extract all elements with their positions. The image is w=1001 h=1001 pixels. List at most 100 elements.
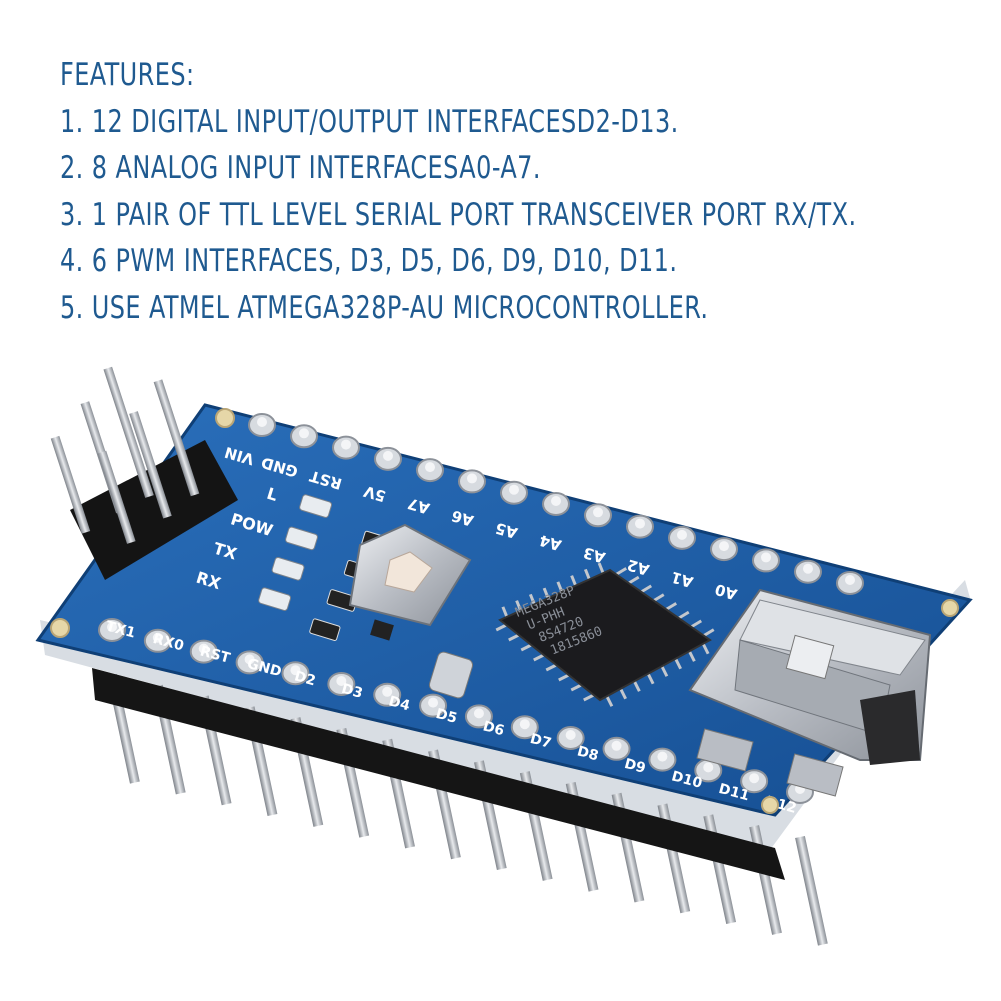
top-pin-label: A6 — [449, 506, 475, 529]
chip-leg — [652, 593, 665, 602]
solder-joint — [657, 751, 668, 762]
solder-joint — [719, 541, 729, 552]
bottom-pin-label: D5 — [434, 706, 459, 727]
solder-joint — [761, 552, 771, 563]
chip-leg — [558, 673, 570, 682]
feature-item-5: 5. USE ATMEL ATMEGA328P-AU MICROCONTROLL… — [60, 289, 709, 326]
feature-list: FEATURES: 1. 12 DIGITAL INPUT/OUTPUT INT… — [60, 52, 857, 331]
solder-joint — [299, 428, 309, 439]
crystal — [428, 651, 474, 699]
chip-leg — [528, 593, 536, 605]
chip-leg — [702, 628, 715, 637]
mini-usb-connector — [688, 588, 932, 797]
solder-joint — [551, 496, 561, 506]
solder-joint — [467, 473, 477, 484]
solder-joint — [749, 773, 760, 784]
solder-joint — [509, 484, 519, 495]
bottom-pin-label: D10 — [670, 768, 704, 792]
chip-leg — [619, 688, 627, 700]
solder-joint — [198, 643, 209, 654]
solder-joint — [565, 730, 576, 740]
solder-joint — [635, 518, 645, 529]
feature-item-2: 2. 8 ANALOG INPUT INTERFACESA0-A7. — [60, 150, 541, 186]
solder-joint — [677, 529, 687, 540]
mounting-hole — [941, 599, 959, 617]
chip-leg — [605, 695, 614, 707]
solder-joint — [593, 507, 603, 518]
bottom-pin-label: D7 — [528, 731, 553, 752]
chip-leg — [633, 680, 641, 692]
bottom-pin-label: RST — [198, 643, 232, 666]
chip-leg — [688, 650, 696, 662]
solder-joint — [290, 665, 301, 676]
solder-joint — [152, 632, 163, 643]
chip-leg — [701, 643, 710, 655]
solder-joint — [428, 697, 439, 708]
bottom-pin-label: D3 — [340, 681, 365, 702]
mounting-hole — [215, 408, 235, 428]
chip-leg — [501, 606, 509, 618]
bottom-pad-row — [98, 618, 814, 804]
solder-joint — [341, 439, 351, 450]
bottom-pin-label: D2 — [293, 668, 318, 689]
solder-joint — [425, 462, 435, 473]
chip-leg — [583, 568, 591, 580]
top-pin-label: A3 — [581, 543, 607, 566]
bottom-pin-label: RX0 — [151, 631, 186, 655]
bottom-pin-label: D4 — [387, 693, 412, 714]
solder-joint — [383, 450, 393, 461]
chip-leg — [556, 581, 564, 593]
icsp-header — [70, 440, 238, 580]
chip-leg — [674, 658, 682, 670]
mounting-hole — [761, 796, 779, 814]
chip-leg — [545, 663, 557, 672]
chip-leg — [495, 623, 507, 632]
top-pin-label: A5 — [493, 519, 519, 542]
chip-leg — [542, 587, 550, 599]
chip-leg — [533, 653, 545, 662]
top-pad-row — [248, 413, 864, 595]
bottom-pin-label: D9 — [623, 756, 648, 777]
solder-joint — [611, 740, 622, 751]
chip-leg — [615, 567, 628, 576]
feature-item-3: 3. 1 PAIR OF TTL LEVEL SERIAL PORT TRANS… — [60, 196, 857, 233]
solder-joint — [519, 719, 530, 730]
chip-leg — [660, 665, 669, 677]
mounting-hole — [50, 618, 70, 638]
chip-leg — [690, 619, 703, 629]
bottom-pin-label: D6 — [481, 718, 506, 739]
icsp-pins — [50, 366, 200, 544]
solder-joint — [473, 708, 484, 719]
solder-joint — [336, 676, 347, 686]
reset-button — [348, 523, 472, 641]
features-heading: FEATURES: — [60, 57, 195, 93]
top-pin-label: A2 — [625, 556, 651, 579]
chip-leg — [665, 602, 678, 611]
bottom-pin-label: D11 — [717, 781, 751, 805]
chip-leg — [515, 600, 523, 612]
header-pin — [795, 835, 828, 946]
top-pin-label: A7 — [406, 494, 432, 517]
top-pin-label: A1 — [669, 568, 695, 591]
solder-joint — [244, 654, 255, 665]
chip-leg — [570, 575, 578, 587]
solder-joint — [107, 622, 117, 632]
chip-leg — [646, 673, 655, 685]
chip-leg — [570, 683, 582, 692]
chip-leg — [640, 584, 653, 594]
chip-leg — [520, 643, 532, 652]
chip-leg — [677, 610, 690, 620]
feature-item-4: 4. 6 PWM INTERFACES, D3, D5, D6, D9, D10… — [60, 243, 678, 279]
solder-joint — [382, 686, 393, 697]
bottom-pin-header — [92, 668, 785, 880]
top-pin-label: A4 — [537, 531, 563, 554]
chip-leg — [627, 575, 640, 585]
solder-joint — [803, 563, 813, 574]
feature-item-1: 1. 12 DIGITAL INPUT/OUTPUT INTERFACESD2-… — [60, 103, 679, 140]
bottom-pin-label: D8 — [575, 743, 600, 764]
top-pin-label: A0 — [713, 580, 739, 603]
bottom-pin-label: TX1 — [104, 618, 137, 641]
